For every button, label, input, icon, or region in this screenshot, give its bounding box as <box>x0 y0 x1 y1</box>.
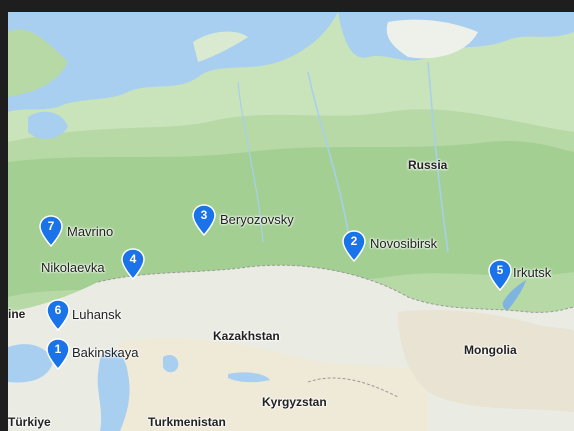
map-pin-icon <box>488 259 512 291</box>
marker-number: 1 <box>54 342 62 356</box>
map-pin-icon <box>121 248 145 280</box>
map-marker-2[interactable]: 2 <box>342 230 366 262</box>
marker-label-irkutsk: Irkutsk <box>513 265 552 280</box>
marker-number: 2 <box>350 234 358 248</box>
map-pin-icon <box>39 215 63 247</box>
country-label-turkmenistan: Turkmenistan <box>148 415 226 429</box>
marker-number: 4 <box>129 252 137 266</box>
map-marker-1[interactable]: 1 <box>46 338 70 370</box>
marker-number: 5 <box>496 263 504 277</box>
country-label-ukraine-partial: ine <box>8 307 26 321</box>
map-marker-5[interactable]: 5 <box>488 259 512 291</box>
marker-label-novosibirsk: Novosibirsk <box>370 236 438 251</box>
country-label-mongolia: Mongolia <box>464 343 517 357</box>
marker-label-luhansk: Luhansk <box>72 307 122 322</box>
country-label-russia: Russia <box>408 158 448 172</box>
country-label-turkiye: Türkiye <box>8 415 51 429</box>
marker-label-bakinskaya: Bakinskaya <box>72 345 139 360</box>
map-marker-4[interactable]: 4 <box>121 248 145 280</box>
map-terrain <box>8 12 574 431</box>
map-marker-6[interactable]: 6 <box>46 299 70 331</box>
map-marker-7[interactable]: 7 <box>39 215 63 247</box>
country-label-kazakhstan: Kazakhstan <box>213 329 280 343</box>
country-label-kyrgyzstan: Kyrgyzstan <box>262 395 327 409</box>
map-pin-icon <box>46 299 70 331</box>
marker-number: 3 <box>200 208 208 222</box>
marker-label-mavrino: Mavrino <box>67 224 114 239</box>
map-canvas[interactable]: Russia Kazakhstan Mongolia Kyrgyzstan Tu… <box>8 12 574 431</box>
marker-label-nikolaevka: Nikolaevka <box>41 260 105 275</box>
marker-number: 6 <box>54 303 62 317</box>
marker-number: 7 <box>47 219 55 233</box>
map-marker-3[interactable]: 3 <box>192 204 216 236</box>
map-pin-icon <box>46 338 70 370</box>
map-pin-icon <box>342 230 366 262</box>
marker-label-beryozovsky: Beryozovsky <box>220 212 294 227</box>
map-pin-icon <box>192 204 216 236</box>
